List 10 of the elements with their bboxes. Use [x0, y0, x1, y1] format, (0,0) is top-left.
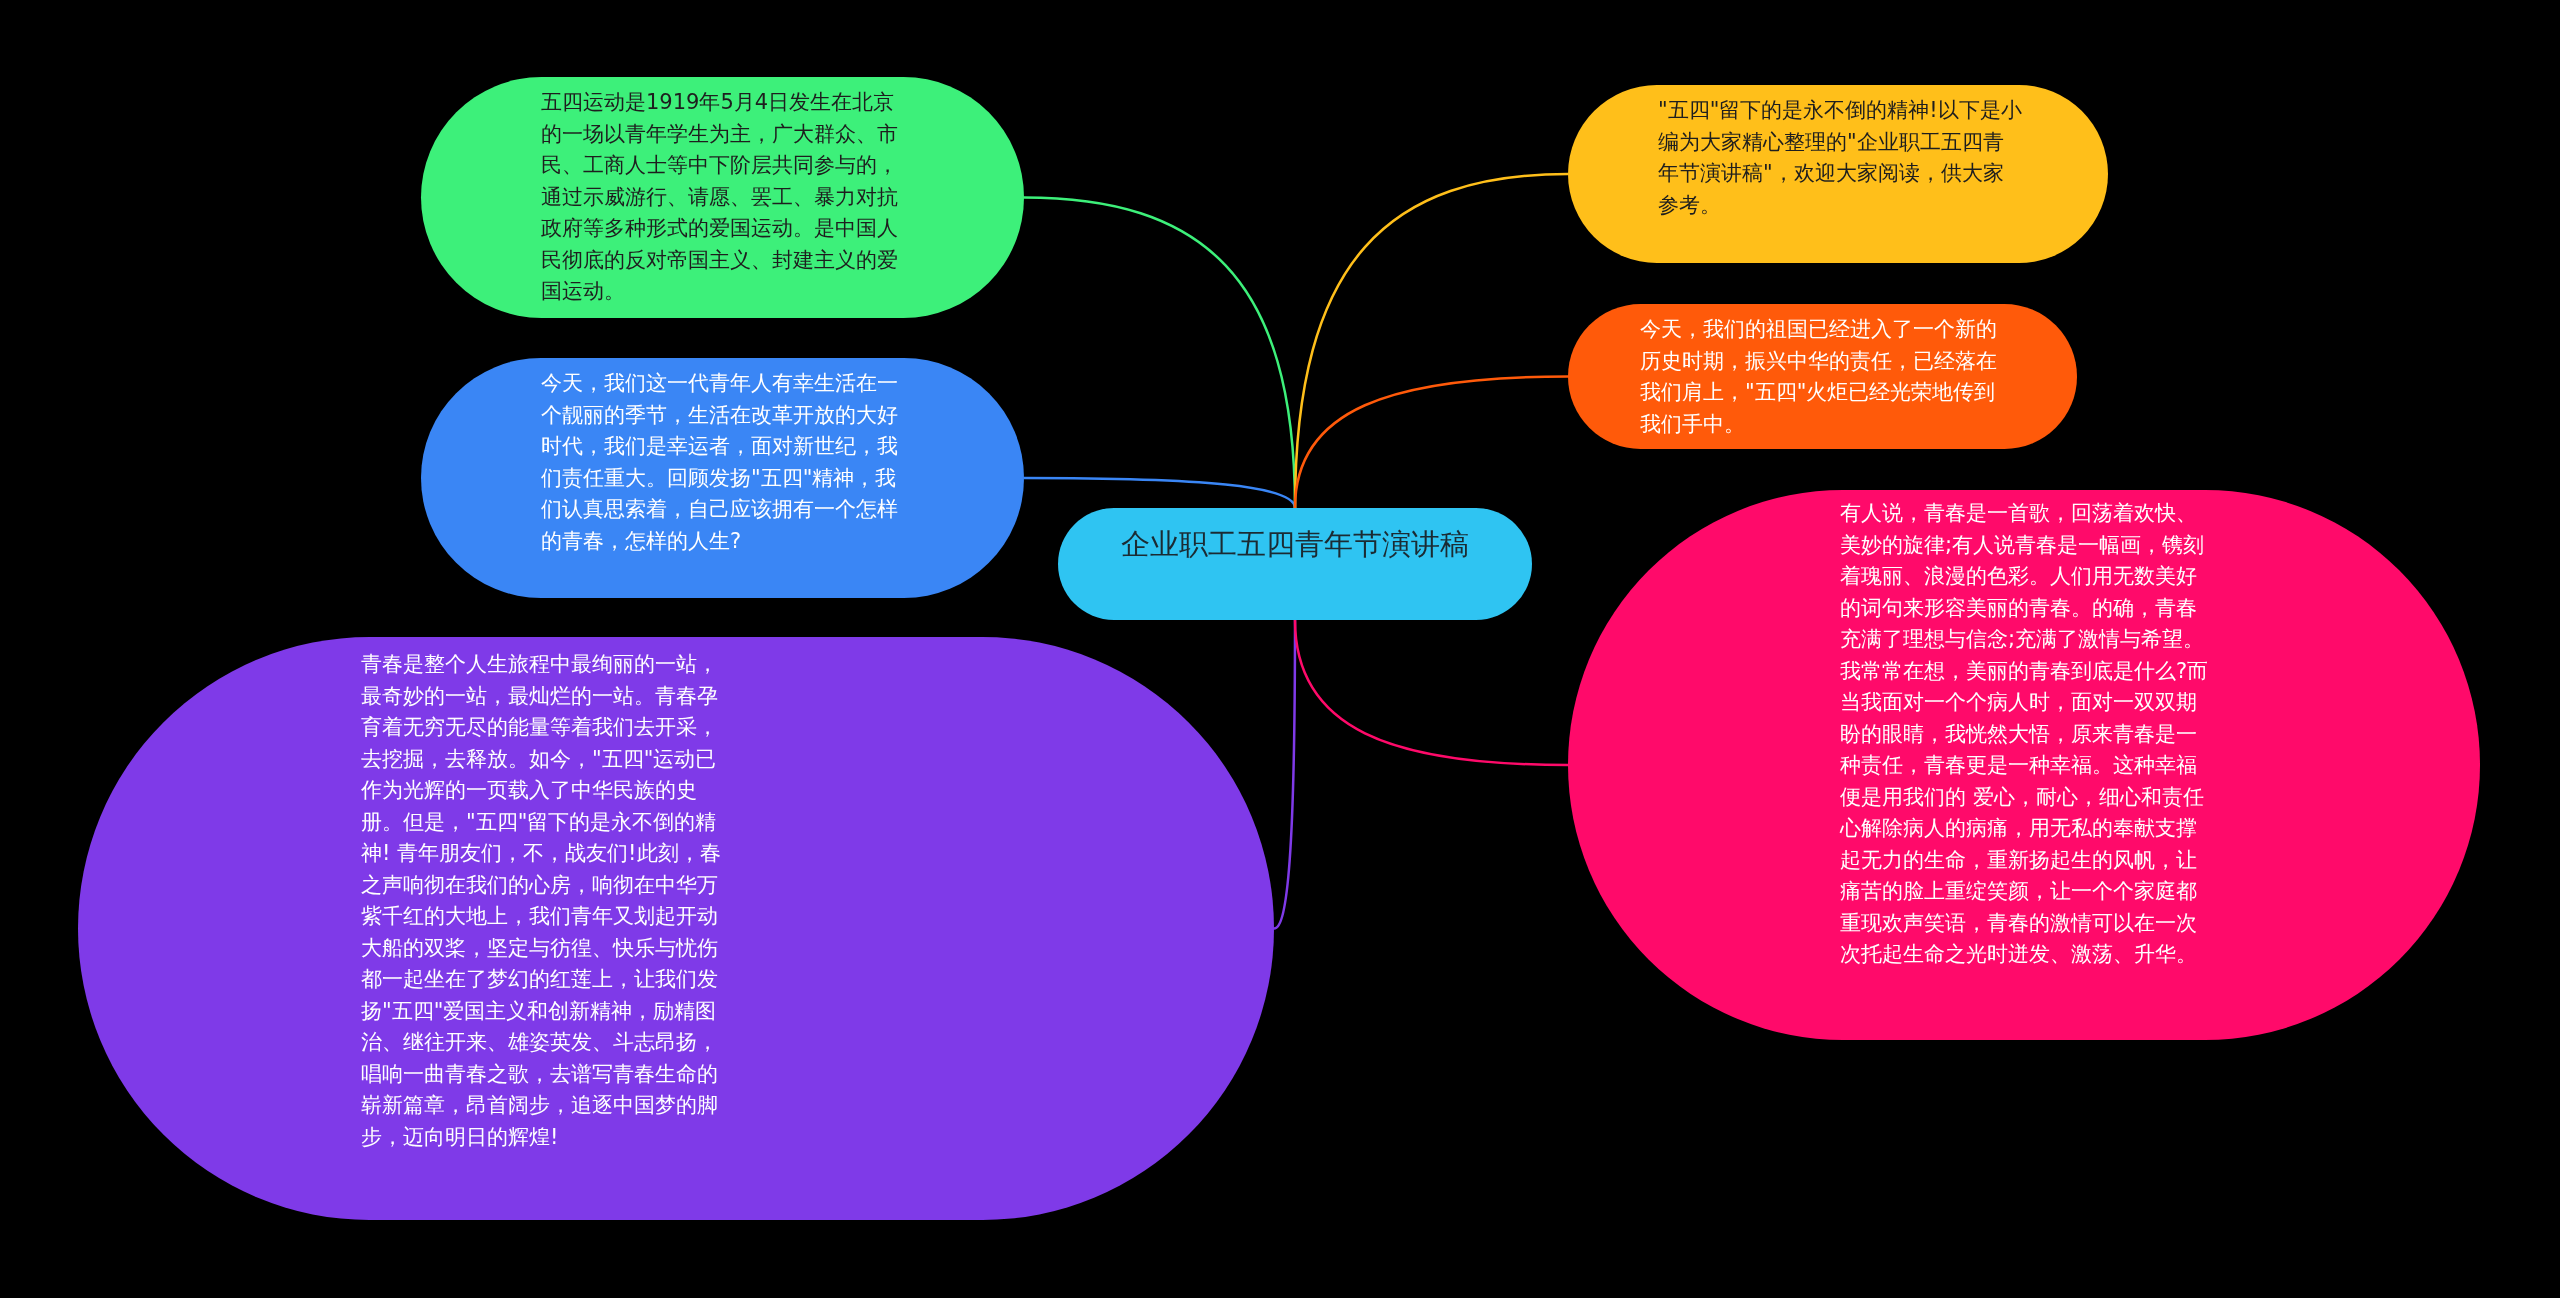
topic-text: 五四运动是1919年5月4日发生在北京的一场以青年学生为主，广大群众、市民、工商人士等中下阶层共同参与的，通过示威游行、请愿、罢工、暴力对抗政府等多种形式的爱国运动。是中国人民彻底的反对帝国主义、封建主义的爱国运动。 [541, 89, 899, 305]
connector [1293, 619, 1569, 767]
connector [1024, 476, 1297, 509]
topic-text: "五四"留下的是永不倒的精神!以下是小编为大家精心整理的"企业职工五四青年节演讲稿"，欢迎大家阅读，供大家参考。 [1658, 97, 2023, 219]
topic-text: 今天，我们的祖国已经进入了一个新的历史时期，振兴中华的责任，已经落在我们肩上，"五四"火炬已经光荣地传到我们手中。 [1640, 316, 1998, 438]
topic-text: 有人说，青春是一首歌，回荡着欢快、美妙的旋律;有人说青春是一幅画，镌刻着瑰丽、浪漫的色彩。人们用无数美好的词句来形容美丽的青春。的确，青春充满了理想与信念;充满了激情与希望。我常常在想，美丽的青春到底是什么?而当我面对一个个病人时，面对一双双期盼的眼睛，我恍然大悟，原来青春是一种责任，青春更是一种幸福。这种幸福便是用我们的 爱心，耐心，细心和责任心解除病人的病痛，用无私的奉献支撑起无力的生命，重新扬起生的风帆，让痛苦的脸上重绽笑颜，让一个个家庭都重现欢声笑语，青春的激情可以在一次次托起生命之光时迸发、激荡、升华。 [1840, 500, 2210, 968]
topic-text: 今天，我们这一代青年人有幸生活在一个靓丽的季节，生活在改革开放的大好时代，我们是幸运者，面对新世纪，我们责任重大。回顾发扬"五四"精神，我们认真思索着，自己应该拥有一个怎样的青春，怎样的人生? [541, 370, 899, 555]
central-topic-text: 企业职工五四青年节演讲稿 [1120, 526, 1470, 563]
connector [1293, 375, 1569, 509]
topic-text: 青春是整个人生旅程中最绚丽的一站，最奇妙的一站，最灿烂的一站。青春孕育着无穷无尽的能量等着我们去开采，去挖掘，去释放。如今，"五四"运动已作为光辉的一页载入了中华民族的史册。但是，"五四"留下的是永不倒的精神! 青年朋友们，不，战友们!此刻，春之声响彻在我们的心房，响彻在中华万紫千红的大地上，我们青年又划起开动大船的双桨，坚定与彷徨、快乐与忧伤都一起坐在了梦幻的红莲上，让我们发扬"五四"爱国主义和创新精神，励精图治、继往开来、雄姿英发、斗志昂扬，唱响一曲青春之歌，去谱写青春生命的崭新篇章，昂首阔步，追逐中国梦的脚步，迈向明日的辉煌! [361, 651, 722, 1151]
